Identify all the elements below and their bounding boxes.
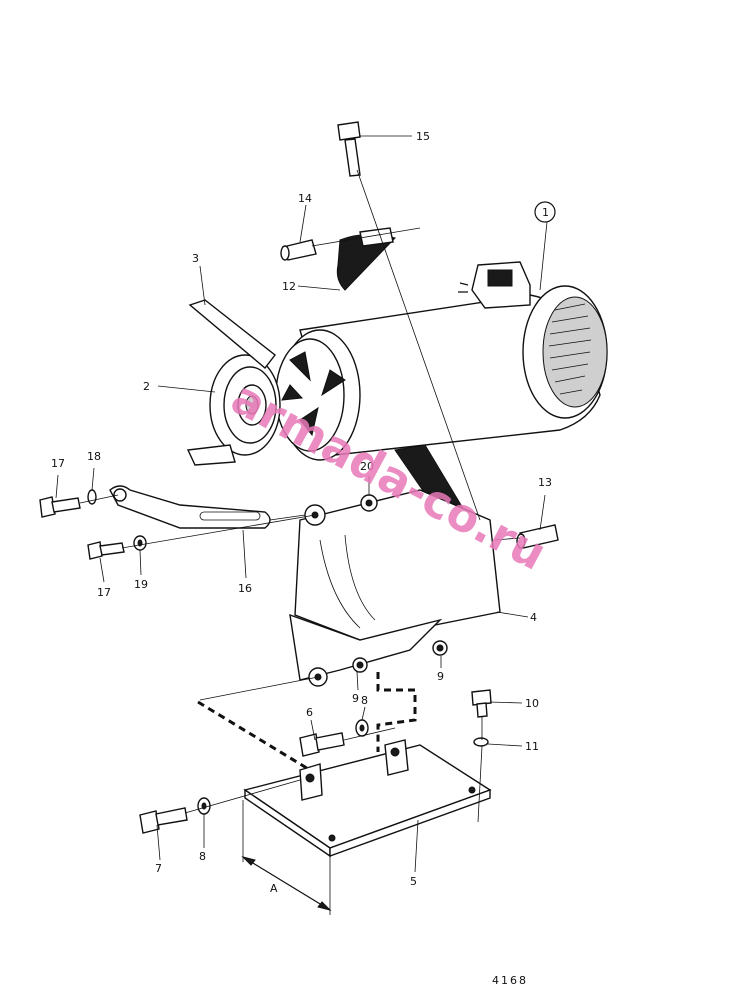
callout-8a: 8 <box>361 694 368 707</box>
callout-14: 14 <box>298 192 312 205</box>
callout-labels: 1 2 3 4 5 6 7 8 8 9 9 10 11 12 13 14 15 … <box>51 130 556 888</box>
callout-5: 5 <box>410 875 417 888</box>
circled-callout-ring <box>534 201 556 223</box>
drawing-number: 4168 <box>492 974 528 987</box>
callout-6: 6 <box>306 706 313 719</box>
callout-19: 19 <box>134 578 148 591</box>
adjusting-bar <box>109 485 271 529</box>
leader-lines <box>55 135 548 873</box>
base-plate <box>243 739 492 858</box>
dimension-label: A <box>270 882 278 895</box>
dimension-a: A <box>241 800 332 915</box>
callout-16: 16 <box>238 582 252 595</box>
callout-9a: 9 <box>352 692 359 705</box>
assembly-lines <box>79 169 521 823</box>
dashed-assembly-path-1 <box>197 700 311 772</box>
callout-10: 10 <box>525 697 539 710</box>
callout-4: 4 <box>530 611 537 624</box>
callout-15: 15 <box>416 130 430 143</box>
callout-17a: 17 <box>51 457 65 470</box>
fasteners <box>39 121 559 834</box>
callout-9b: 9 <box>437 670 444 683</box>
callout-12: 12 <box>282 280 296 293</box>
callout-17b: 17 <box>97 586 111 599</box>
callout-2: 2 <box>143 380 150 393</box>
callout-1: 1 <box>542 206 549 219</box>
callout-3: 3 <box>192 252 199 265</box>
callout-18: 18 <box>87 450 101 463</box>
generator-assembly <box>186 227 608 531</box>
callout-8b: 8 <box>199 850 206 863</box>
callout-20: 20 <box>360 460 374 473</box>
dashed-assembly-path-2 <box>376 672 417 752</box>
callout-11: 11 <box>525 740 539 753</box>
callout-7: 7 <box>155 862 162 875</box>
callout-13: 13 <box>538 476 552 489</box>
